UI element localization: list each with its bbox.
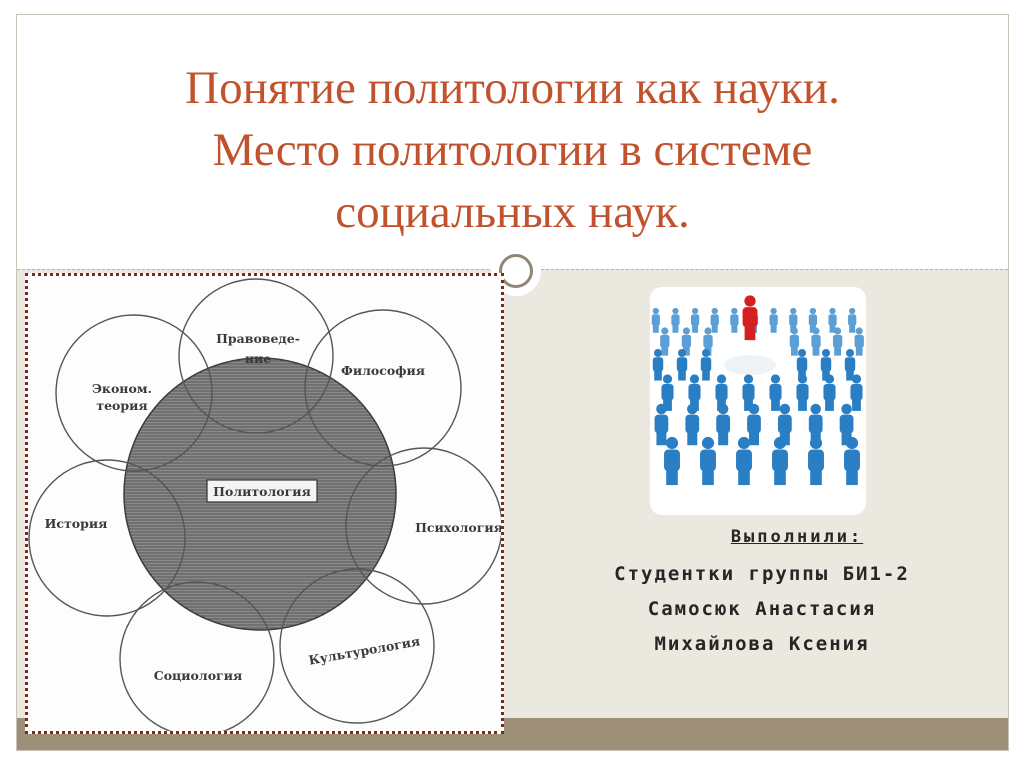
crowd-figure: [716, 403, 731, 446]
crowd-figure: [690, 307, 700, 333]
crowd-figure: [710, 307, 719, 333]
label-psychology: Психология: [415, 520, 501, 535]
label-law-1: Правоведе-: [216, 331, 300, 346]
label-philosophy: Философия: [341, 363, 425, 378]
label-culturology: Культурология: [307, 633, 421, 667]
crowd-figure: [823, 374, 836, 411]
title-line-3: социальных наук.: [335, 186, 690, 238]
crowd-figure: [661, 374, 674, 411]
circle-psychology: [345, 447, 501, 605]
crowd-figure: [736, 436, 752, 486]
crowd-figure: [820, 349, 832, 381]
crowd-figure: [685, 403, 700, 446]
label-history: История: [45, 516, 108, 531]
crowd-figure: [769, 374, 782, 411]
crowd-of-people-icon: [650, 287, 866, 515]
crowd-figure: [654, 403, 669, 446]
crowd-figure: [811, 327, 821, 356]
crowd-figure: [839, 403, 854, 446]
crowd-figure: [844, 349, 856, 381]
venn-diagram: Политология Правоведе- ние Эконом. теори…: [28, 278, 501, 731]
crowd-figure: [854, 327, 864, 356]
leader-figure: [742, 295, 758, 341]
crowd-figure: [769, 307, 778, 333]
center-label-box: [206, 479, 318, 503]
crowd-figure: [772, 436, 788, 486]
crowd-figure: [747, 403, 761, 446]
credits-line-student-1: Самосюк Анастасия: [647, 598, 877, 620]
crowd-figure: [777, 403, 792, 446]
circle-sociology: [119, 581, 275, 731]
credits-line-group: Студентки группы БИ1-2: [614, 563, 910, 585]
circle-philosophy: [304, 309, 462, 467]
label-econ-1: Эконом.: [92, 381, 152, 396]
label-sociology: Социология: [154, 668, 242, 683]
crowd-figure: [660, 327, 670, 356]
title-area: Понятие политологии как науки. Место пол…: [17, 15, 1008, 269]
crowd-figure: [789, 327, 800, 356]
crowd-figure: [848, 307, 857, 333]
crowd-figure: [808, 307, 818, 333]
credits-heading: Выполнили:: [730, 527, 864, 547]
crowd-figure: [651, 307, 660, 333]
sciences-diagram: Политология Правоведе- ние Эконом. теори…: [25, 273, 504, 734]
label-econ-2: теория: [96, 398, 147, 413]
slide-title: Понятие политологии как науки. Место пол…: [57, 57, 968, 243]
crowd-figure: [850, 374, 863, 411]
credits-block: Выполнили: Студентки группы БИ1-2 Самосю…: [527, 527, 997, 662]
circle-history: [28, 459, 186, 617]
crowd-figure: [808, 436, 824, 486]
crowd-figure: [671, 307, 680, 333]
circle-economics: [55, 314, 213, 472]
crowd-figure: [676, 349, 688, 381]
crowd-figure: [832, 327, 843, 356]
crowd-figure: [700, 436, 716, 486]
crowd-figure: [742, 374, 755, 411]
crowd-figure: [681, 327, 692, 356]
crowd-figure: [652, 349, 664, 381]
label-law-2: ние: [245, 351, 271, 366]
center-label: Политология: [213, 484, 311, 499]
circle-culturology: [279, 568, 435, 724]
crowd-figure: [664, 436, 680, 486]
crowd-figure: [796, 374, 809, 411]
crowd-figure: [828, 307, 837, 333]
title-line-2: Место политологии в системе: [212, 124, 813, 176]
crowd-figure: [844, 436, 860, 486]
circle-law: [178, 278, 334, 434]
pedestal: [724, 355, 776, 375]
credits-line-student-2: Михайлова Ксения: [654, 633, 870, 655]
title-line-1: Понятие политологии как науки.: [185, 62, 840, 114]
crowd-figure: [700, 349, 712, 381]
crowd-figure: [730, 307, 739, 333]
slide: Понятие политологии как науки. Место пол…: [16, 14, 1009, 751]
